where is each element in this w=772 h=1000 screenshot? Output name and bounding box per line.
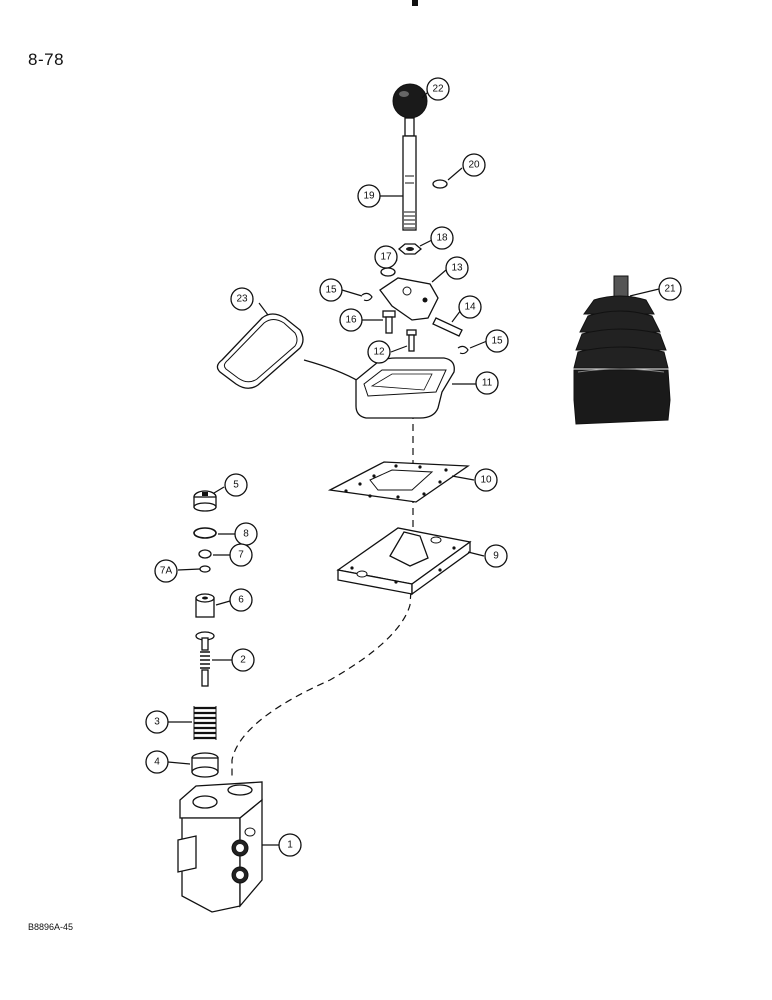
callout-label: 11 [482, 378, 493, 389]
callout-label: 19 [363, 191, 375, 202]
callout-5: 5 [224, 473, 248, 497]
callout-label: 14 [464, 302, 476, 313]
callout-label: 15 [325, 285, 337, 296]
callout-15-right: 15 [485, 329, 509, 353]
knob-part [392, 83, 428, 119]
callout-label: 4 [154, 757, 160, 768]
mounting-plate-part [336, 527, 472, 596]
callout-3: 3 [145, 710, 169, 734]
callout-7: 7 [229, 543, 253, 567]
callout-label: 20 [468, 160, 480, 171]
callout-label: 3 [154, 717, 160, 728]
callout-label: 2 [240, 655, 246, 666]
callout-label: 7 [238, 550, 244, 561]
callout-15-left: 15 [319, 278, 343, 302]
callout-7a: 7A [154, 559, 178, 583]
nut-part [397, 243, 423, 255]
callout-2: 2 [231, 648, 255, 672]
gasket-part [216, 313, 304, 389]
callout-19: 19 [357, 184, 381, 208]
figure-code: B8896A-45 [28, 922, 74, 932]
screw-part [406, 329, 417, 352]
callout-20: 20 [462, 153, 486, 177]
plug-part [193, 490, 217, 512]
rubber-boot-part [573, 275, 671, 425]
callout-label: 16 [345, 315, 357, 326]
callout-1: 1 [278, 833, 302, 857]
plunger-part [195, 631, 215, 687]
valve-body-part [177, 781, 263, 913]
callout-label: 12 [373, 347, 385, 358]
callout-label: 9 [493, 551, 499, 562]
callout-label: 15 [491, 336, 503, 347]
callout-label: 5 [233, 480, 239, 491]
washer-part [380, 267, 396, 277]
callout-8: 8 [234, 522, 258, 546]
top-edge-mark [412, 0, 418, 6]
callout-label: 17 [380, 252, 392, 263]
small-nut-part [198, 549, 212, 559]
callout-9: 9 [484, 544, 508, 568]
gasket-link-line [303, 359, 361, 383]
o-ring-part [193, 527, 217, 539]
callout-4: 4 [145, 750, 169, 774]
callout-label: 8 [243, 529, 249, 540]
callout-label: 18 [436, 233, 448, 244]
seat-part [191, 752, 219, 778]
callout-label: 7A [160, 566, 173, 577]
bolt-part [382, 310, 396, 334]
clip-part [361, 292, 373, 302]
callout-label: 22 [432, 84, 444, 95]
callout-label: 6 [238, 595, 244, 606]
sleeve-part [195, 593, 215, 618]
assembly-guide-line [231, 400, 414, 778]
callout-label: 21 [664, 284, 676, 295]
callout-17: 17 [374, 245, 398, 269]
callout-10: 10 [474, 468, 498, 492]
callout-6: 6 [229, 588, 253, 612]
page-number: 8-78 [28, 50, 65, 69]
spring-part [193, 706, 217, 740]
small-washer-part [199, 565, 211, 573]
retainer-frame-part [355, 357, 455, 419]
callout-label: 13 [451, 263, 463, 274]
lever-plate-part [379, 277, 439, 321]
callout-label: 10 [480, 475, 492, 486]
callout-14: 14 [458, 295, 482, 319]
callout-13: 13 [445, 256, 469, 280]
callout-label: 1 [287, 840, 293, 851]
gasket-plate-part [327, 461, 470, 503]
callout-18: 18 [430, 226, 454, 250]
callout-11: 11 [475, 371, 499, 395]
snap-ring-part [432, 179, 448, 189]
callout-label: 23 [236, 294, 248, 305]
callout-12: 12 [367, 340, 391, 364]
pin-part [432, 317, 463, 337]
callout-22: 22 [426, 77, 450, 101]
callout-21: 21 [658, 277, 682, 301]
callout-16: 16 [339, 308, 363, 332]
lever-shaft-part [402, 117, 417, 231]
clip-part [457, 345, 469, 355]
callout-23: 23 [230, 287, 254, 311]
